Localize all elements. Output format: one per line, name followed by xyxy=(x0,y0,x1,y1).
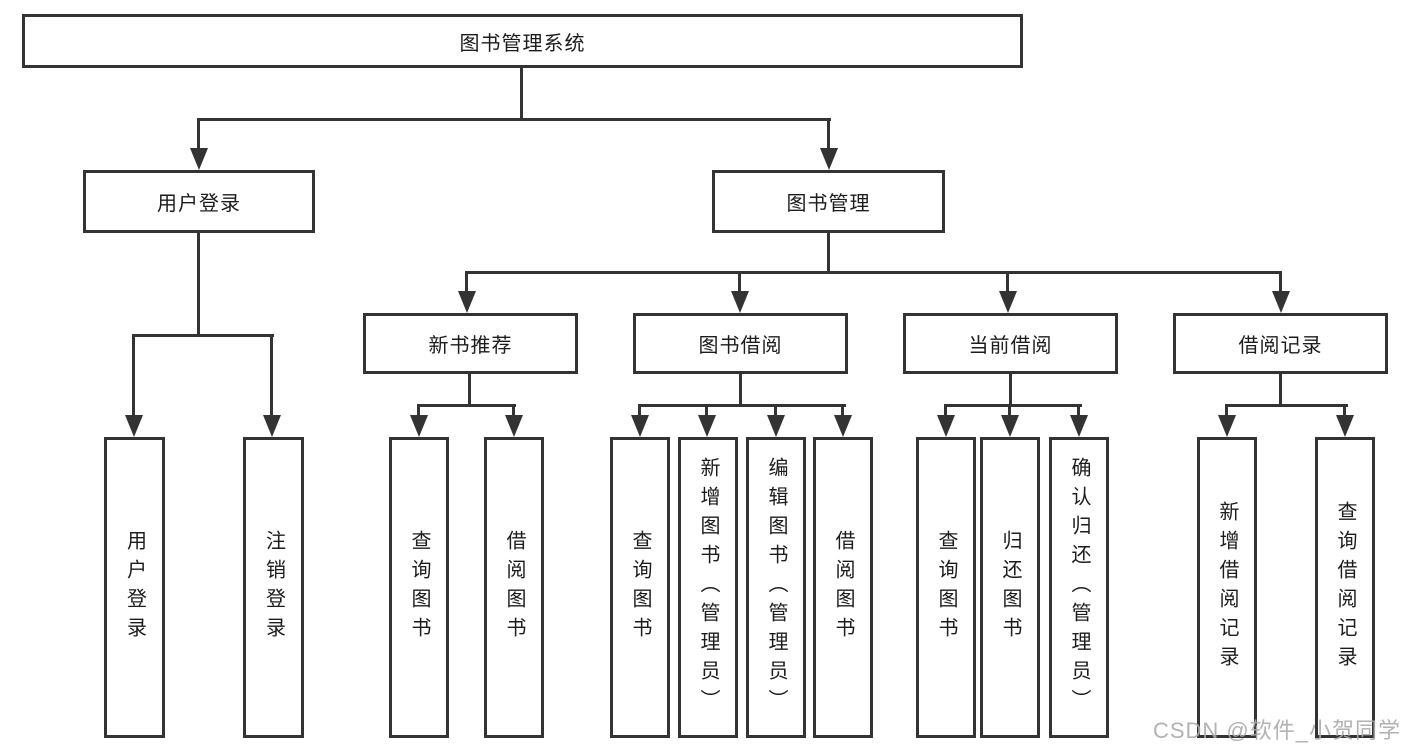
leaf-borrow-books: 借阅图书 xyxy=(813,437,873,738)
arrow-down-icon xyxy=(937,415,955,437)
connector-line xyxy=(520,66,523,120)
arrow-down-icon xyxy=(767,415,785,437)
leaf-query-books-current: 查询图书 xyxy=(916,437,976,738)
connector-line xyxy=(1279,372,1282,407)
arrow-down-icon xyxy=(731,291,749,313)
connector-line xyxy=(465,271,468,293)
connector-line xyxy=(739,372,742,407)
connector-line xyxy=(1006,271,1009,293)
leaf-confirm-return-admin: 确认归还（管理员） xyxy=(1049,437,1109,738)
connector-line xyxy=(944,404,947,418)
connector-line xyxy=(738,271,741,293)
connector-line xyxy=(638,404,641,418)
node-user-login: 用户登录 xyxy=(83,170,315,233)
connector-line xyxy=(417,404,516,407)
arrow-down-icon xyxy=(999,291,1017,313)
connector-line xyxy=(1225,404,1228,418)
connector-line xyxy=(1077,404,1080,418)
leaf-return-books: 归还图书 xyxy=(980,437,1040,738)
node-book-borrowing: 图书借阅 xyxy=(633,313,848,374)
connector-line xyxy=(705,404,708,418)
node-borrowing-records: 借阅记录 xyxy=(1173,313,1388,374)
arrow-down-icon xyxy=(190,148,208,170)
arrow-down-icon xyxy=(410,415,428,437)
connector-line xyxy=(468,372,471,407)
connector-line xyxy=(827,118,830,150)
node-library-management-system: 图书管理系统 xyxy=(22,14,1023,68)
node-new-book-recommend: 新书推荐 xyxy=(363,313,578,374)
arrow-down-icon xyxy=(1001,415,1019,437)
arrow-down-icon xyxy=(698,415,716,437)
leaf-logout: 注销登录 xyxy=(243,437,304,738)
connector-line xyxy=(465,271,1282,274)
connector-line xyxy=(197,231,200,337)
connector-line xyxy=(270,334,273,418)
node-book-management: 图书管理 xyxy=(712,170,945,233)
arrow-down-icon xyxy=(834,415,852,437)
arrow-down-icon xyxy=(1272,291,1290,313)
leaf-borrow-books-recommend: 借阅图书 xyxy=(484,437,544,738)
connector-line xyxy=(1225,404,1348,407)
node-current-borrowing: 当前借阅 xyxy=(903,313,1118,374)
arrow-down-icon xyxy=(263,415,281,437)
csdn-watermark: CSDN @软件_小贺同学 xyxy=(1152,718,1401,743)
arrow-down-icon xyxy=(505,415,523,437)
leaf-edit-books-admin: 编辑图书（管理员） xyxy=(746,437,806,738)
connector-line xyxy=(417,404,420,418)
connector-line xyxy=(1009,372,1012,407)
connector-line xyxy=(197,118,200,150)
arrow-down-icon xyxy=(1070,415,1088,437)
arrow-down-icon xyxy=(820,148,838,170)
arrow-down-icon xyxy=(458,291,476,313)
arrow-down-icon xyxy=(1336,415,1354,437)
connector-line xyxy=(1343,404,1346,418)
connector-line xyxy=(1279,271,1282,293)
arrow-down-icon xyxy=(631,415,649,437)
connector-line xyxy=(774,404,777,418)
connector-line xyxy=(197,118,831,121)
leaf-user-login: 用户登录 xyxy=(104,437,165,738)
connector-line xyxy=(132,334,135,418)
connector-line xyxy=(944,404,1082,407)
leaf-query-books-recommend: 查询图书 xyxy=(389,437,449,738)
connector-line xyxy=(132,334,274,337)
leaf-query-borrow-record: 查询借阅记录 xyxy=(1315,437,1375,738)
leaf-add-books-admin: 新增图书（管理员） xyxy=(678,437,738,738)
leaf-add-borrow-record: 新增借阅记录 xyxy=(1197,437,1257,738)
arrow-down-icon xyxy=(1218,415,1236,437)
connector-line xyxy=(512,404,515,418)
arrow-down-icon xyxy=(125,415,143,437)
leaf-query-books-borrowing: 查询图书 xyxy=(610,437,670,738)
connector-line xyxy=(1008,404,1011,418)
connector-line xyxy=(841,404,844,418)
connector-line xyxy=(638,404,846,407)
connector-line xyxy=(827,231,830,274)
